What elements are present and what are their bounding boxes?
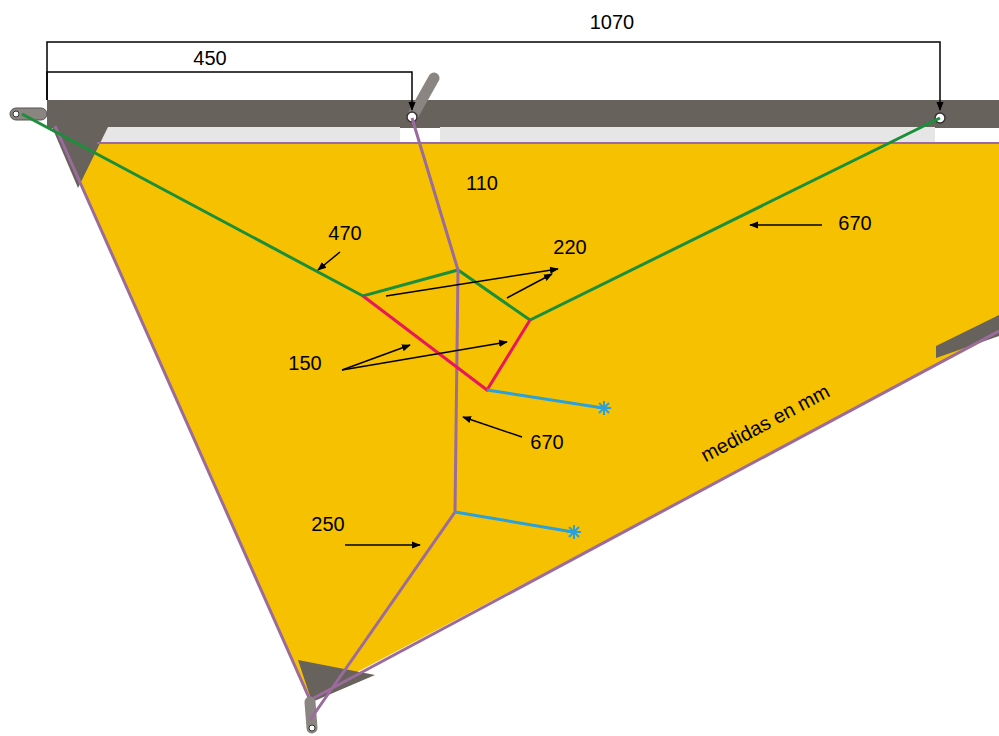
light-strip <box>440 127 935 144</box>
green-bridle <box>22 114 940 320</box>
blue-line <box>487 390 603 408</box>
purple-bridle <box>310 118 458 720</box>
length-label: 220 <box>553 237 586 257</box>
length-label: 670 <box>530 432 563 452</box>
lug <box>412 78 434 117</box>
length-label: 150 <box>288 353 321 373</box>
length-label: 110 <box>466 173 498 193</box>
lug-hole <box>309 725 315 731</box>
lug-hole <box>13 111 19 117</box>
length-label: 670 <box>838 213 871 233</box>
sail-edge <box>55 126 999 700</box>
dimension-value: 1070 <box>590 12 635 32</box>
dimension-bracket <box>47 72 412 110</box>
sail-edge <box>97 142 999 144</box>
sail-panel <box>58 132 999 698</box>
dimension-bracket <box>47 42 940 110</box>
dimension-value: 450 <box>193 48 226 68</box>
star-mark <box>567 525 581 539</box>
star-mark <box>597 401 611 415</box>
top-bar <box>47 100 999 128</box>
light-strip <box>100 127 400 144</box>
length-label: 470 <box>328 223 361 243</box>
length-label: 250 <box>311 514 344 534</box>
leader-arrow <box>318 225 822 545</box>
blue-line <box>455 512 573 532</box>
